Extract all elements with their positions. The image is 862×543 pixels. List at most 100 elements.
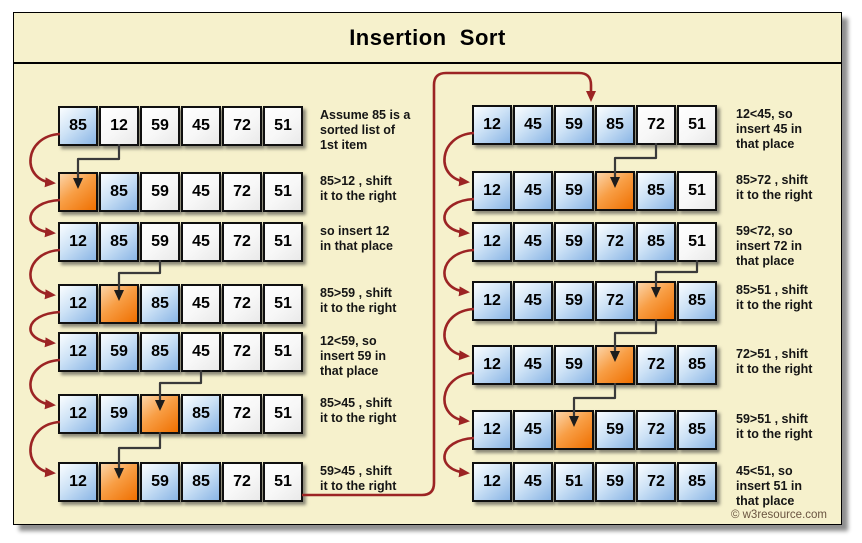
array-cell: 72 — [636, 345, 676, 385]
array-cell: 85 — [140, 284, 180, 324]
array-cell: 45 — [181, 172, 221, 212]
step-note: 59>51 , shift it to the right — [736, 412, 813, 441]
array-cell: 72 — [595, 281, 635, 321]
array-cell: 85 — [99, 222, 139, 262]
array-cell: 59 — [595, 410, 635, 450]
array-cell: 59 — [554, 171, 594, 211]
step-note: 45<51, so insert 51 in that place — [736, 464, 802, 508]
empty-slot-cell — [99, 284, 139, 324]
array-cell: 72 — [222, 332, 262, 372]
step-note: 59>45 , shift it to the right — [320, 464, 397, 493]
array-cell: 45 — [513, 410, 553, 450]
array-cell: 85 — [677, 462, 717, 502]
array-cell: 51 — [263, 462, 303, 502]
array-cell: 59 — [554, 345, 594, 385]
array-cell: 12 — [472, 410, 512, 450]
empty-slot-cell — [58, 172, 98, 212]
array-cell: 12 — [58, 332, 98, 372]
array-cell: 59 — [140, 172, 180, 212]
array-cell: 59 — [554, 281, 594, 321]
array-cell: 72 — [222, 222, 262, 262]
array-cell: 59 — [595, 462, 635, 502]
array-cell: 72 — [222, 462, 262, 502]
array-cell: 12 — [472, 222, 512, 262]
array-cell: 59 — [99, 394, 139, 434]
array-cell: 45 — [513, 281, 553, 321]
array-cell: 51 — [263, 222, 303, 262]
array-cell: 45 — [513, 105, 553, 145]
step-note: 85>72 , shift it to the right — [736, 173, 813, 202]
array-cell: 59 — [99, 332, 139, 372]
array-cell: 85 — [595, 105, 635, 145]
array-cell: 85 — [677, 345, 717, 385]
empty-slot-cell — [554, 410, 594, 450]
step-note: so insert 12 in that place — [320, 224, 393, 253]
diagram-title: Insertion Sort — [349, 24, 506, 50]
array-cell: 45 — [513, 345, 553, 385]
array-cell: 45 — [181, 284, 221, 324]
title-bar: Insertion Sort — [14, 13, 841, 64]
array-cell: 51 — [677, 222, 717, 262]
array-cell: 12 — [58, 394, 98, 434]
array-cell: 72 — [222, 394, 262, 434]
array-cell: 51 — [677, 105, 717, 145]
array-cell: 85 — [181, 394, 221, 434]
array-cell: 12 — [58, 222, 98, 262]
array-cell: 72 — [222, 106, 262, 146]
array-cell: 12 — [472, 105, 512, 145]
array-cell: 85 — [181, 462, 221, 502]
array-cell: 12 — [472, 462, 512, 502]
step-note: Assume 85 is a sorted list of 1st item — [320, 108, 411, 152]
array-cell: 85 — [636, 171, 676, 211]
array-cell: 45 — [181, 332, 221, 372]
array-cell: 51 — [554, 462, 594, 502]
array-cell: 85 — [636, 222, 676, 262]
step-note: 59<72, so insert 72 in that place — [736, 224, 802, 268]
array-cell: 45 — [513, 222, 553, 262]
array-cell: 12 — [99, 106, 139, 146]
step-note: 85>45 , shift it to the right — [320, 396, 397, 425]
step-note: 12<59, so insert 59 in that place — [320, 334, 386, 378]
step-note: 85>12 , shift it to the right — [320, 174, 397, 203]
array-cell: 45 — [181, 106, 221, 146]
array-cell: 85 — [58, 106, 98, 146]
array-cell: 12 — [472, 281, 512, 321]
array-cell: 85 — [677, 281, 717, 321]
array-cell: 12 — [472, 345, 512, 385]
diagram-frame: Insertion Sort © w3resource.com — [13, 12, 842, 525]
array-cell: 12 — [58, 284, 98, 324]
array-cell: 51 — [263, 284, 303, 324]
array-cell: 59 — [554, 105, 594, 145]
array-cell: 45 — [513, 171, 553, 211]
array-cell: 72 — [636, 410, 676, 450]
array-cell: 85 — [140, 332, 180, 372]
step-note: 85>51 , shift it to the right — [736, 283, 813, 312]
empty-slot-cell — [636, 281, 676, 321]
step-note: 85>59 , shift it to the right — [320, 286, 397, 315]
array-cell: 72 — [222, 172, 262, 212]
array-cell: 59 — [140, 462, 180, 502]
array-cell: 72 — [595, 222, 635, 262]
array-cell: 45 — [513, 462, 553, 502]
array-cell: 72 — [636, 105, 676, 145]
watermark-text: © w3resource.com — [730, 509, 827, 521]
array-cell: 12 — [472, 171, 512, 211]
empty-slot-cell — [595, 171, 635, 211]
array-cell: 72 — [636, 462, 676, 502]
array-cell: 12 — [58, 462, 98, 502]
empty-slot-cell — [99, 462, 139, 502]
